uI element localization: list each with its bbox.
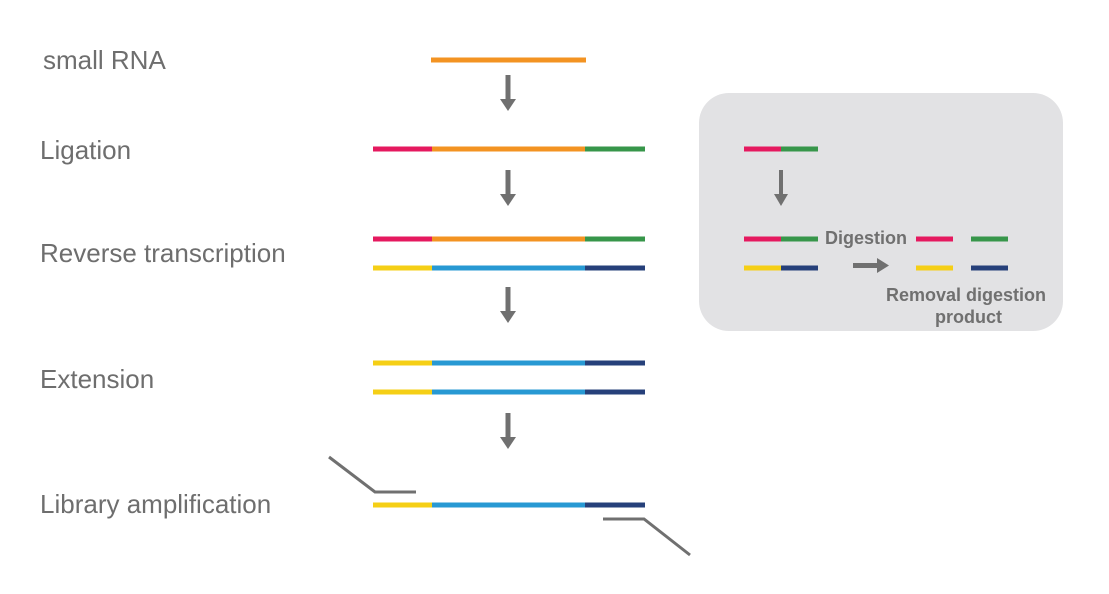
step-label-extension: Extension: [40, 364, 155, 394]
digestion-label: Digestion: [825, 228, 908, 248]
arrow-down-icon: [774, 170, 788, 206]
reverse-primer: [603, 517, 691, 557]
arrow-down-icon: [500, 413, 516, 449]
arrow-down-icon: [500, 170, 516, 206]
forward-primer: [328, 455, 416, 494]
panel-digested-fragments: [916, 236, 1008, 271]
arrow-down-icon: [500, 75, 516, 111]
arrow-right-icon: [853, 258, 889, 273]
step-label-small-rna: small RNA: [43, 45, 166, 75]
removal-label-line2: product: [935, 307, 1002, 327]
step-label-library-amplification: Library amplification: [40, 489, 272, 519]
arrow-down-icon: [500, 287, 516, 323]
step-label-reverse-transcription: Reverse transcription: [40, 238, 286, 268]
removal-label-line1: Removal digestion: [886, 285, 1047, 305]
digestion-panel: [699, 93, 1063, 331]
step-label-ligation: Ligation: [40, 135, 132, 165]
